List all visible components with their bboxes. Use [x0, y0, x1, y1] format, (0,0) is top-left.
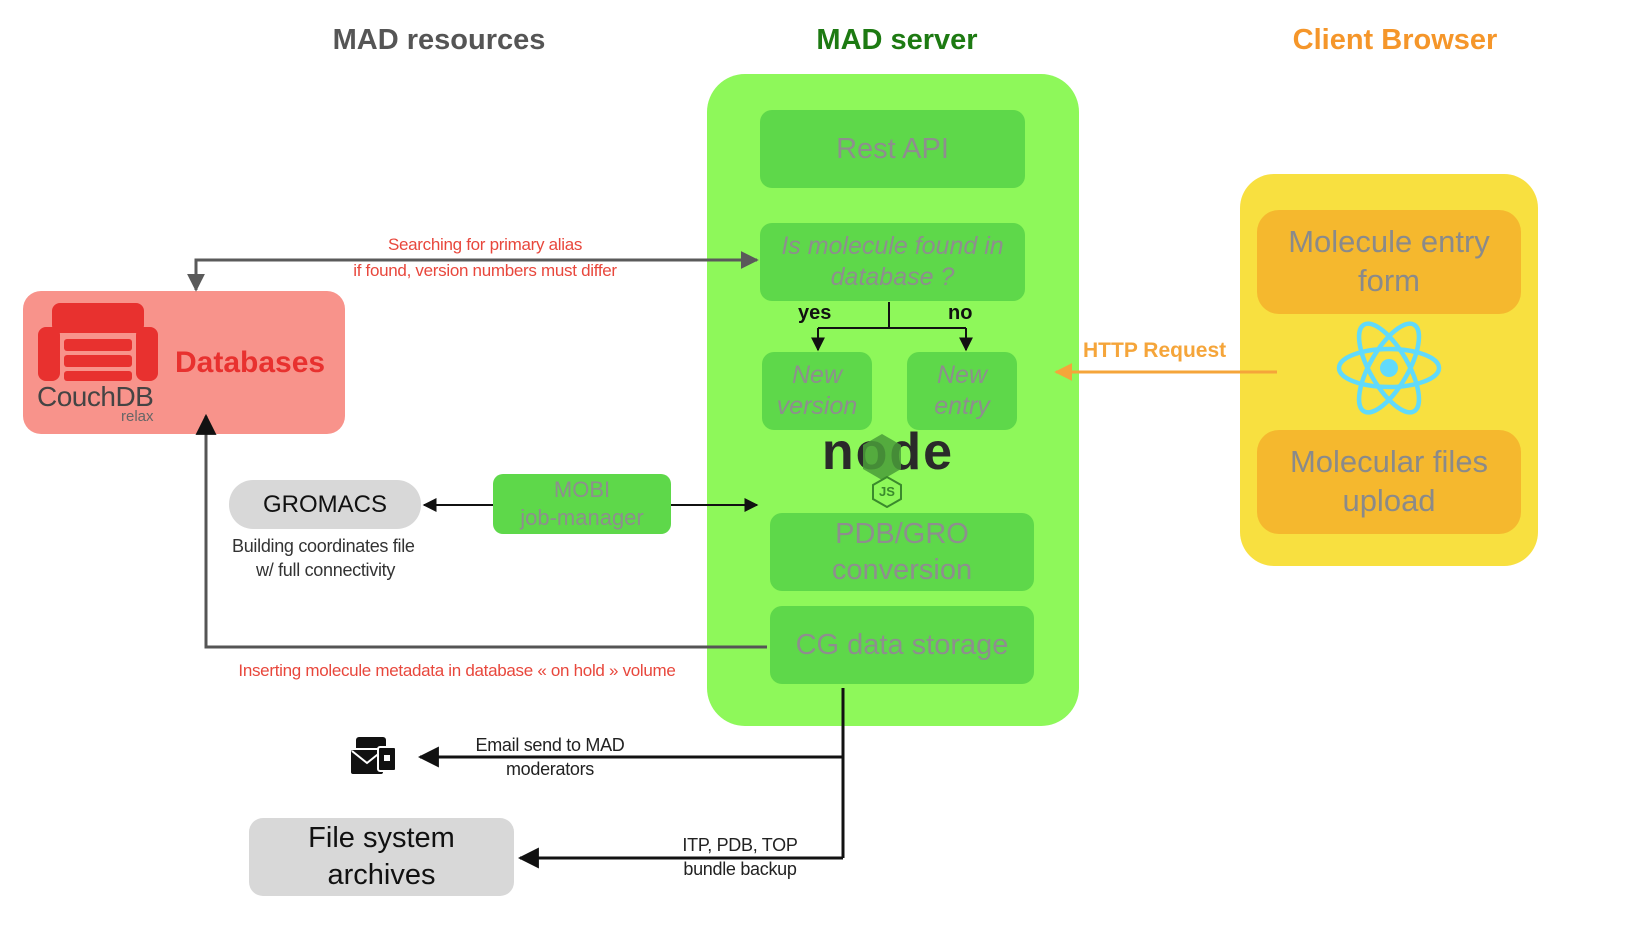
files-upload-line-2: upload: [1342, 483, 1436, 518]
new-entry-box: New entry: [907, 352, 1017, 430]
pdb-gro-line-1: PDB/GRO: [835, 518, 969, 550]
couchdb-tagline: relax: [121, 408, 154, 425]
new-version-line-1: New: [791, 361, 842, 389]
molecule-found-question-box: Is molecule found in database ?: [760, 223, 1025, 301]
entry-form-line-1: Molecule entry: [1288, 224, 1490, 260]
backup-line-1: ITP, PDB, TOP: [682, 835, 798, 855]
databases-label: Databases: [175, 346, 326, 379]
no-label: no: [948, 302, 973, 324]
backup-line-2: bundle backup: [683, 859, 797, 879]
mobi-line-1: MOBI: [553, 477, 611, 502]
couchdb-couch-icon: [38, 303, 158, 381]
insert-metadata-note: Inserting molecule metadata in database …: [238, 661, 676, 680]
new-entry-line-2: entry: [934, 392, 990, 420]
building-line-2: w/ full connectivity: [256, 560, 396, 580]
gromacs-box: GROMACS: [229, 480, 421, 529]
molecular-files-upload-box: Molecular files upload: [1257, 430, 1521, 534]
search-line-1: Searching for primary alias: [387, 235, 583, 254]
entry-form-line-2: form: [1358, 263, 1420, 298]
node-hexagon-icon: [863, 434, 901, 480]
question-line-2: database ?: [830, 263, 955, 291]
molecule-entry-form-box: Molecule entry form: [1257, 210, 1521, 314]
browser-title: Client Browser: [1292, 24, 1498, 56]
cg-data-storage-box: CG data storage: [770, 606, 1034, 684]
pdb-gro-line-2: conversion: [831, 554, 973, 586]
search-connector: [187, 251, 759, 292]
pdb-gro-conversion-box: PDB/GRO conversion: [770, 513, 1034, 591]
file-system-line-2: archives: [327, 859, 436, 891]
file-system-archives-box: File system archives: [249, 818, 514, 896]
yes-no-branch: [818, 302, 966, 329]
question-line-1: Is molecule found in: [781, 232, 1004, 260]
email-note: Email send to MAD moderators: [450, 733, 650, 781]
building-coordinates-note: Building coordinates file w/ full connec…: [232, 534, 442, 582]
rest-api-box: Rest API: [760, 110, 1025, 188]
cg-storage-label: CG data storage: [795, 628, 1009, 661]
file-system-line-1: File system: [308, 822, 455, 854]
http-request-label: HTTP Request: [1083, 339, 1227, 362]
rest-api-label: Rest API: [836, 132, 949, 165]
new-version-line-2: version: [776, 392, 858, 420]
email-envelopes-icon: [349, 737, 397, 776]
mobi-line-2: job-manager: [520, 505, 644, 530]
react-logo-icon: [1336, 321, 1442, 415]
couchdb-name: CouchDB: [37, 381, 154, 412]
nodejs-logo: node JS: [808, 423, 968, 510]
resources-title: MAD resources: [332, 24, 546, 56]
new-entry-line-1: New: [936, 361, 987, 389]
email-line-2: moderators: [505, 759, 595, 779]
mobi-job-manager-box: MOBI job-manager: [493, 474, 671, 534]
insert-metadata-connector: [195, 413, 767, 649]
new-version-box: New version: [762, 352, 872, 430]
building-line-1: Building coordinates file: [232, 536, 415, 556]
server-title: MAD server: [816, 24, 978, 56]
yes-label: yes: [798, 302, 832, 324]
js-badge: JS: [872, 475, 902, 509]
gromacs-label: GROMACS: [262, 490, 387, 518]
files-upload-line-1: Molecular files: [1289, 444, 1489, 480]
email-line-1: Email send to MAD: [475, 735, 625, 755]
js-badge-label: JS: [879, 484, 895, 499]
backup-note: ITP, PDB, TOP bundle backup: [655, 833, 825, 881]
